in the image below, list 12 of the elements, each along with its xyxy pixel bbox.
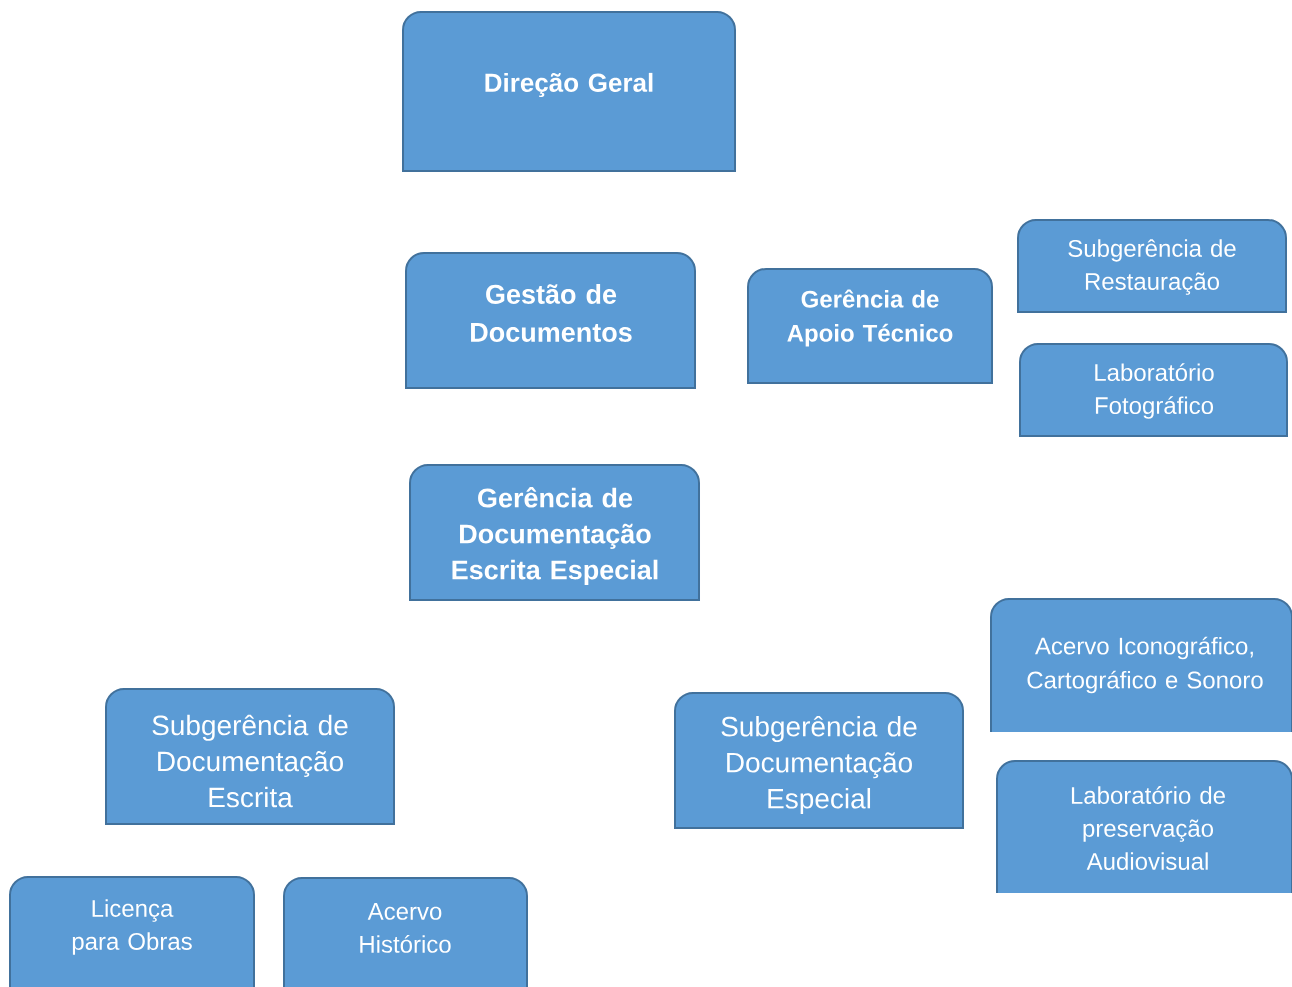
org-box: Subgerência de Documentação Escrita — [105, 688, 395, 825]
org-box: Acervo Iconográfico, Cartográfico e Sonoro — [990, 598, 1292, 733]
org-box: Direção Geral — [402, 11, 736, 172]
org-box: Laboratório Fotográfico — [1019, 343, 1288, 437]
org-box: Subgerência de Restauração — [1017, 219, 1287, 313]
org-box: Gerência de Documentação Escrita Especial — [409, 464, 700, 601]
org-box: Licença para Obras — [9, 876, 255, 987]
org-box: Subgerência de Documentação Especial — [674, 692, 964, 829]
org-box: Acervo Histórico — [283, 877, 528, 987]
org-box: Gestão de Documentos — [405, 252, 696, 389]
org-box: Laboratório de preservação Audiovisual — [996, 760, 1292, 894]
org-box: Gerência de Apoio Técnico — [747, 268, 993, 384]
